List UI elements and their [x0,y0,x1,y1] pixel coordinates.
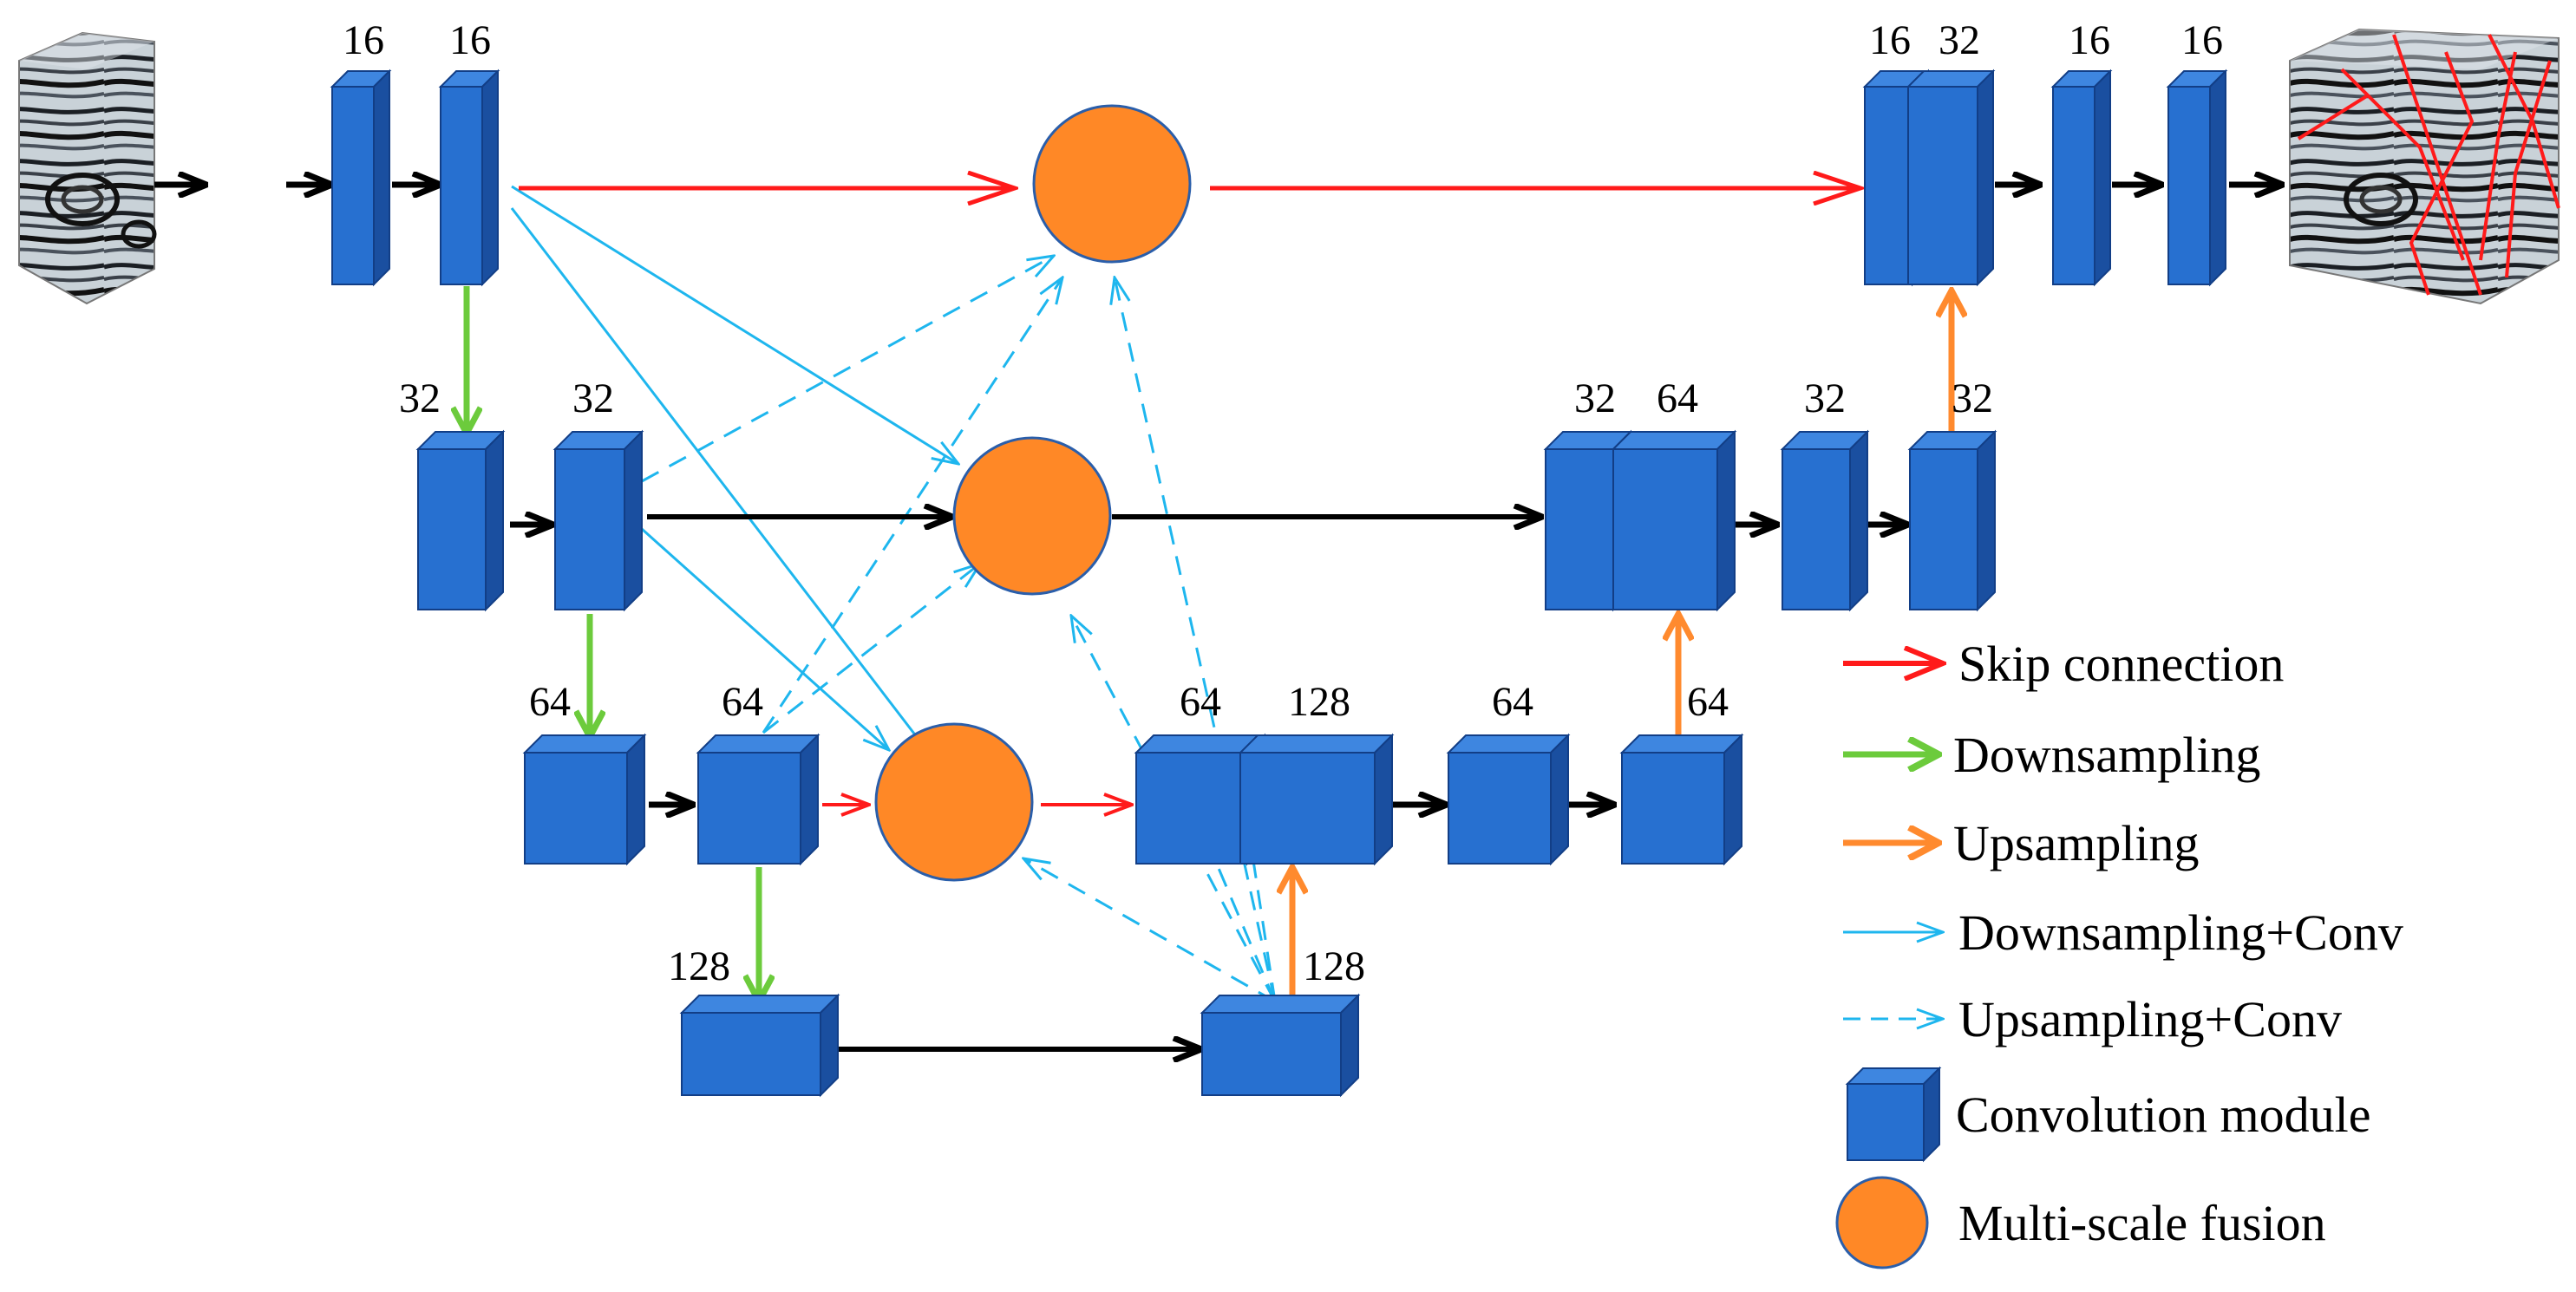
channel-label: 32 [1574,375,1616,421]
channel-label: 64 [722,679,763,725]
legend-skip-label: Skip connection [1958,636,2284,692]
convolution-module [1446,733,1571,866]
multi-scale-fusion-1 [1032,104,1192,264]
up-conv-arrow [1071,616,1277,1002]
channel-label: 32 [399,375,441,421]
channel-label: 64 [1687,679,1729,725]
up-conv-arrow [762,564,980,734]
convolution-module-swatch [1845,1066,1942,1163]
up-conv-arrow [1023,858,1276,1003]
convolution-module [438,69,500,287]
convolution-module [330,69,392,287]
legend-conv-swatch [1845,1066,1942,1163]
multi-scale-fusion-2 [952,436,1112,596]
channel-label: 16 [1869,17,1911,63]
legend: Skip connection Downsampling Upsampling … [1835,636,2403,1269]
channel-label: 64 [1492,679,1533,725]
convolution-module [552,429,644,612]
convolution-module [2050,69,2113,287]
convolution-module [1200,993,1361,1098]
legend-down-conv-label: Downsampling+Conv [1958,904,2403,961]
convolution-module [1906,69,1996,287]
legend-conv-label: Convolution module [1956,1086,2371,1143]
convolution-module [415,429,506,612]
channel-label: 16 [2069,17,2110,63]
down-conv-arrow [640,527,889,750]
convolution-modules [330,69,2228,1098]
convolution-module [696,733,821,866]
down-conv-arrow [511,185,958,464]
convolution-module [1780,429,1870,612]
channel-label: 128 [1303,943,1365,989]
convolution-module [1619,733,1744,866]
convolution-module [522,733,647,866]
channel-label: 128 [1288,679,1350,725]
up-conv-arrow [762,277,1062,734]
channel-labels: 16 16 32 32 64 64 128 128 64 128 64 64 3… [343,17,2223,989]
down-conv-arrow [510,207,937,763]
convolution-module [2166,69,2228,287]
up-conv-arrow [1115,277,1277,1002]
legend-down-label: Downsampling [1953,727,2260,783]
channel-label: 32 [572,375,614,421]
channel-label: 32 [1952,375,1993,421]
legend-fusion-label: Multi-scale fusion [1958,1195,2326,1251]
convolution-module [1238,733,1395,866]
legend-fusion-swatch [1835,1176,1929,1269]
channel-label: 128 [668,943,730,989]
convolution-module [679,993,840,1098]
channel-label: 16 [2181,17,2223,63]
legend-up-conv-label: Upsampling+Conv [1958,991,2342,1047]
convolution-module [1907,429,1997,612]
multi-scale-fusion-3 [874,722,1034,882]
channel-label: 32 [1939,17,1980,63]
channel-label: 16 [343,17,384,63]
channel-label: 32 [1804,375,1846,421]
convolution-module [1611,429,1737,612]
channel-label: 64 [529,679,571,725]
seismic-input-image [18,31,157,305]
fusion-nodes [874,104,1192,882]
fault-prediction-output-image [2289,28,2560,305]
channel-label: 64 [1657,375,1698,421]
connections [154,185,2283,1049]
channel-label: 16 [449,17,491,63]
channel-label: 64 [1180,679,1221,725]
legend-up-label: Upsampling [1953,815,2200,871]
fault-lines [2297,34,2560,296]
up-conv-arrow [641,256,1054,483]
